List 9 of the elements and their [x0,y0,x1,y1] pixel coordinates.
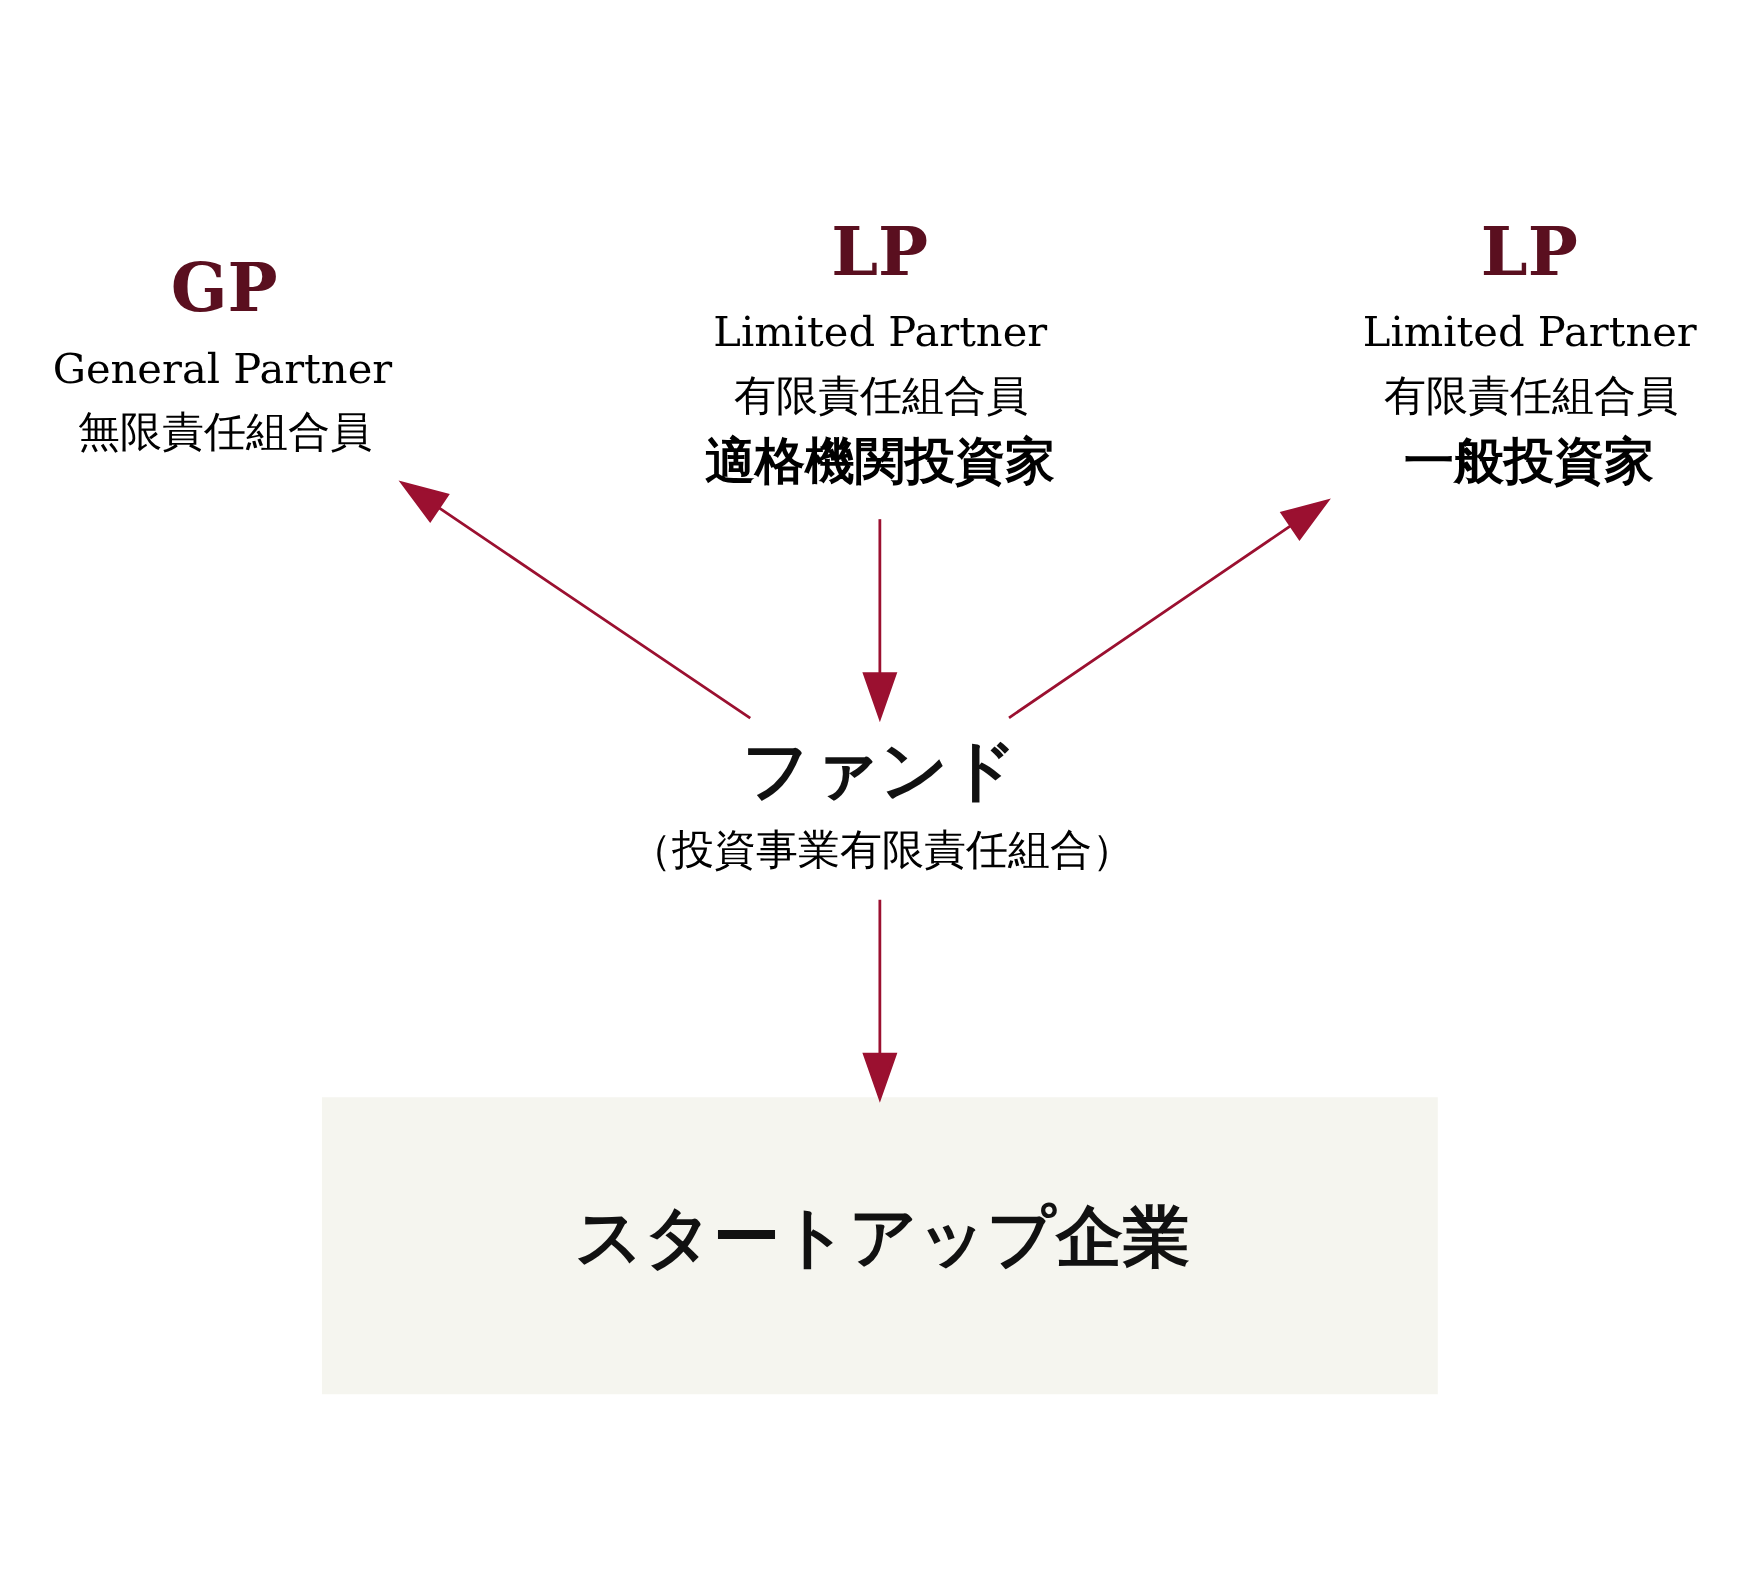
node-text: LP Limited Partner 有限責任組合員 一般投資家 [1362,211,1697,490]
arrow [1008,497,1331,719]
node-text: GP General Partner 無限責任組合員 [52,247,393,456]
arrow [398,480,752,719]
node-box: スタートアップ企業 [321,1096,1438,1394]
node-text: LP Limited Partner 有限責任組合員 適格機関投資家 [704,211,1055,490]
arrow [862,899,898,1103]
node-text: ファンド （投資事業有限責任組合） [630,729,1135,874]
arrow [862,518,898,722]
